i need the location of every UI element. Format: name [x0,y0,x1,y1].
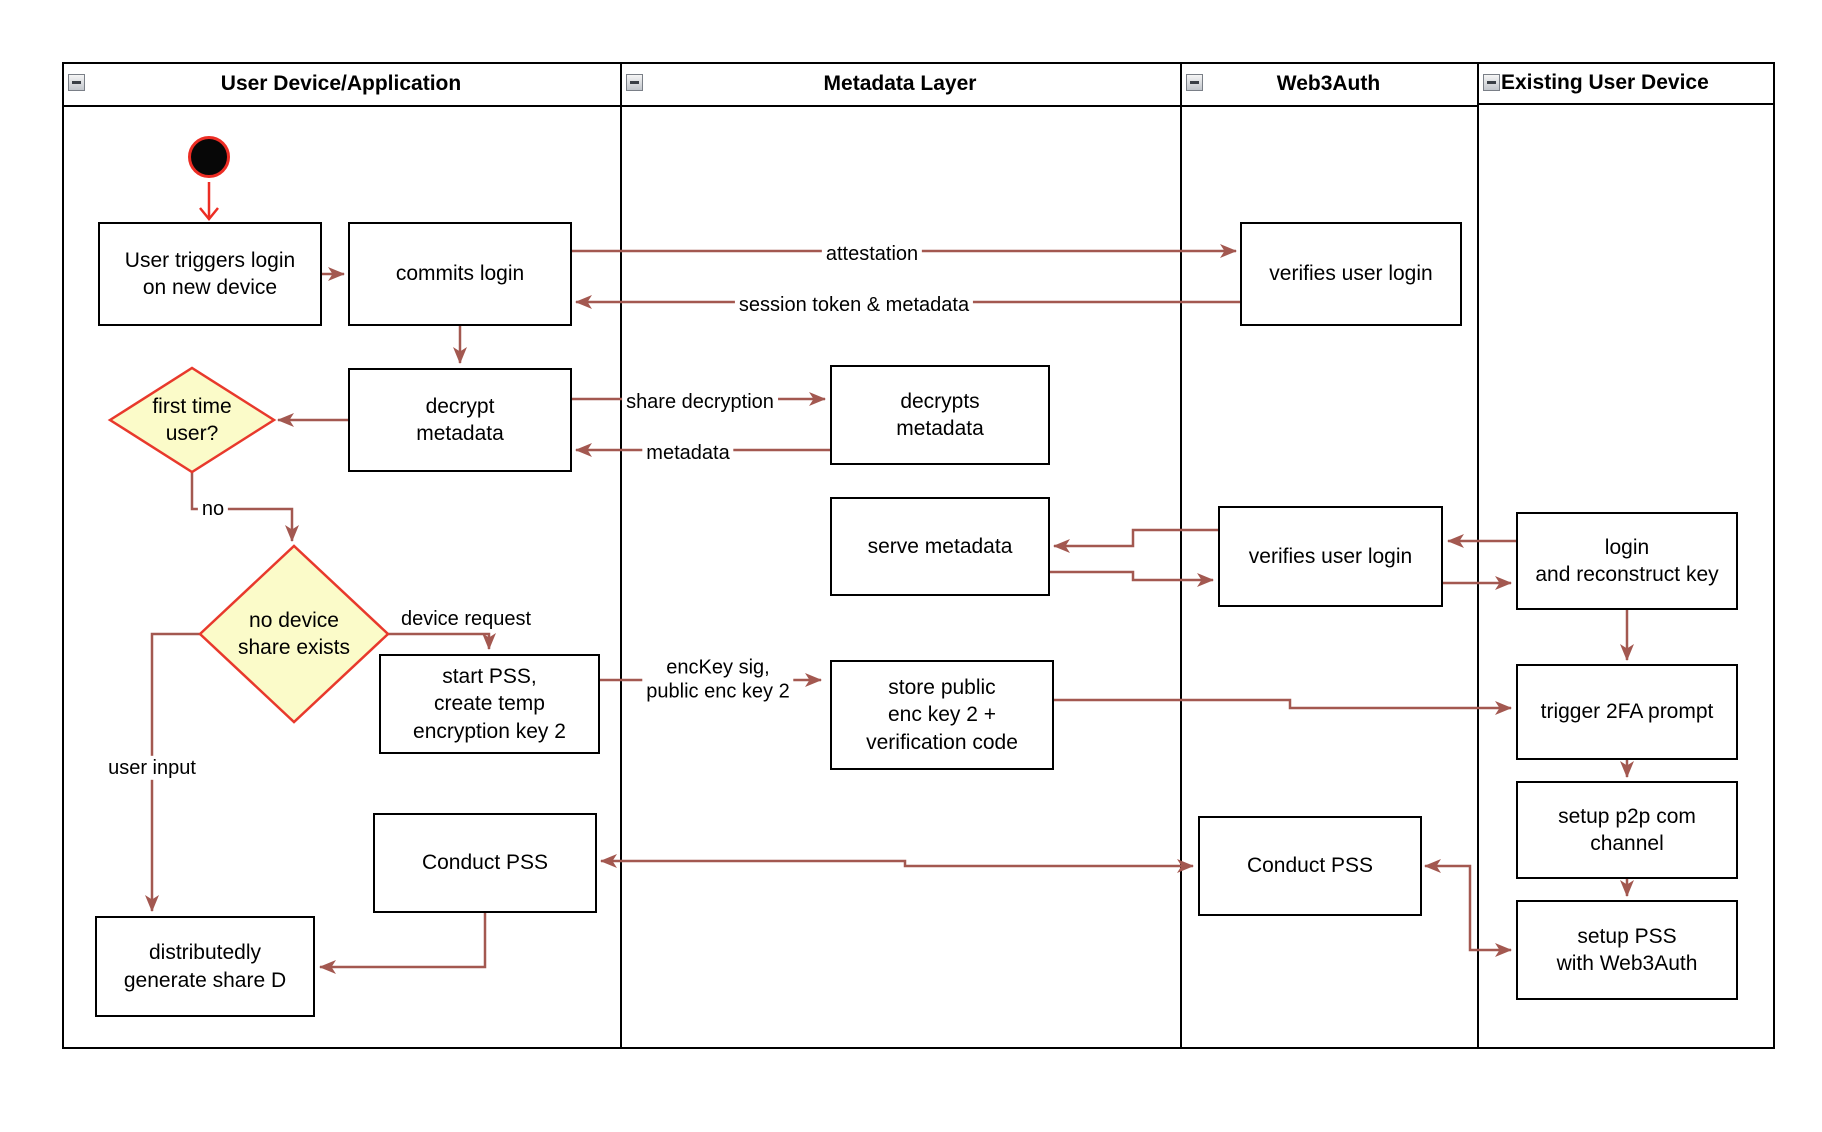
lane-title: Metadata Layer [823,71,977,95]
decision-first-time-user[interactable] [107,366,277,474]
collapse-lane-icon[interactable] [68,74,85,91]
collapse-lane-icon[interactable] [626,74,643,91]
edge-device-request [388,632,496,650]
decision-label-first-time-user: first time user? [152,394,232,445]
minus-icon [630,81,639,84]
node-trigger-2fa[interactable]: trigger 2FA prompt [1516,664,1738,760]
node-conduct-pss-left[interactable]: Conduct PSS [373,813,597,913]
start-node[interactable] [188,136,230,178]
node-setup-p2p[interactable]: setup p2p com channel [1516,781,1738,879]
node-verifies-user-login-top[interactable]: verifies user login [1240,222,1462,326]
edge-label-device-request: device request [396,606,536,632]
edge-conductpss-pair [600,854,1194,873]
minus-icon [1190,81,1199,84]
edge-label-metadata: metadata [642,440,734,466]
node-start-pss[interactable]: start PSS, create temp encryption key 2 [379,654,600,754]
node-store-public-key[interactable]: store public enc key 2 + verification co… [830,660,1054,770]
edge-no-branch [190,472,299,542]
lane-title: User Device/Application [220,71,462,95]
node-decrypts-metadata[interactable]: decrypts metadata [830,365,1050,465]
edge-store-to-2fa [1054,698,1512,715]
node-conduct-pss-right[interactable]: Conduct PSS [1198,816,1422,916]
edge-setuppss-conductpss [1424,859,1512,957]
lane-header-user-device: User Device/Application [62,62,620,107]
lane-title: Existing User Device [1501,70,1709,94]
lane-divider-1 [620,62,622,1049]
edge-label-user-input: user input [104,755,200,781]
minus-icon [1487,81,1496,84]
lane-header-metadata-layer: Metadata Layer [620,62,1180,107]
lane-divider-2 [1180,62,1182,1049]
lane-title: Web3Auth [1276,71,1381,95]
collapse-lane-icon[interactable] [1483,74,1500,91]
node-setup-pss[interactable]: setup PSS with Web3Auth [1516,900,1738,1000]
edge-serve-to-verifies [1050,570,1214,587]
edge-user-input [145,632,200,912]
decision-label-no-device-share: no device share exists [237,608,351,659]
node-verifies-user-login-mid[interactable]: verifies user login [1218,506,1443,607]
node-decrypt-metadata[interactable]: decrypt metadata [348,368,572,472]
edge-label-share-decryption: share decryption [622,389,778,415]
edge-label-enckey: encKey sig, public enc key 2 [642,655,794,705]
minus-icon [72,81,81,84]
node-login-reconstruct[interactable]: login and reconstruct key [1516,512,1738,610]
edge-label-session-token: session token & metadata [734,292,974,318]
edge-verifies-to-serve [1053,528,1218,553]
edge-conduct-to-generate [319,913,487,974]
lane-divider-3 [1477,62,1479,1049]
node-user-triggers-login[interactable]: User triggers login on new device [98,222,322,326]
node-generate-share-d[interactable]: distributedly generate share D [95,916,315,1017]
lane-header-existing-device: Existing User Device [1477,62,1775,105]
edge-label-no: no [197,496,229,522]
decision-no-device-share[interactable] [198,544,390,724]
collapse-lane-icon[interactable] [1186,74,1203,91]
lane-header-web3auth: Web3Auth [1180,62,1477,107]
edge-label-attestation: attestation [821,241,923,267]
node-serve-metadata[interactable]: serve metadata [830,497,1050,596]
start-arrowhead-icon [199,207,219,221]
node-commits-login[interactable]: commits login [348,222,572,326]
